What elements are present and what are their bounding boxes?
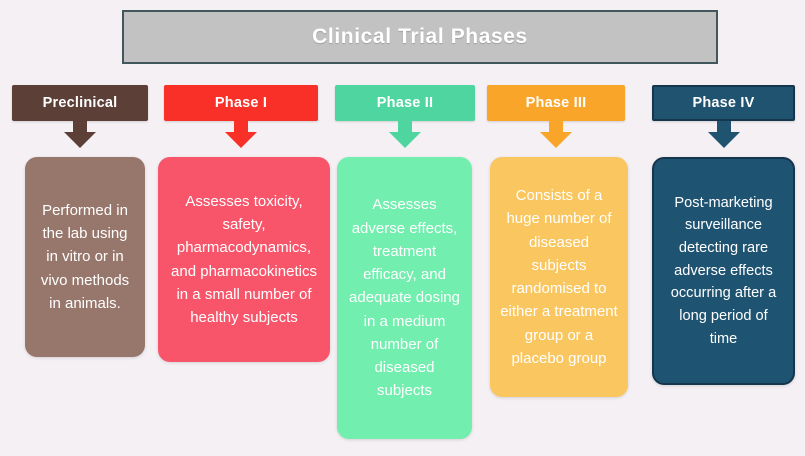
phase-header-phase-2[interactable]: Phase II [335,85,475,121]
phase-card-text: Assesses toxicity, safety, pharmacodynam… [171,192,317,326]
phase-card-text: Post-marketing surveillance detecting ra… [670,194,777,347]
arrow-connector-phase-1 [164,121,318,157]
arrow-connector-phase-2 [335,121,475,157]
diagram-title-banner: Clinical Trial Phases [122,10,718,64]
phase-header-label: Preclinical [42,95,118,111]
phase-header-label: Phase IV [692,95,755,111]
down-arrow-icon [707,121,740,148]
phase-card-phase-1[interactable]: Assesses toxicity, safety, pharmacodynam… [158,157,330,362]
phase-header-label: Phase III [525,95,587,111]
phase-card-text: Performed in the lab using in vitro or i… [40,201,130,312]
phase-header-phase-3[interactable]: Phase III [487,85,625,121]
page-title: Clinical Trial Phases [312,25,528,48]
phase-card-text: Assesses adverse effects, treatment effi… [349,196,460,400]
phase-card-phase-4[interactable]: Post-marketing surveillance detecting ra… [652,157,795,385]
down-arrow-icon [389,121,421,148]
phase-card-preclinical[interactable]: Performed in the lab using in vitro or i… [25,157,145,357]
phase-column-phase-3: Phase III Consists of a huge number of d… [487,85,628,397]
down-arrow-icon [64,121,96,148]
down-arrow-icon [225,121,257,148]
phase-column-phase-2: Phase II Assesses adverse effects, treat… [335,85,475,439]
arrow-connector-preclinical [12,121,148,157]
phase-card-phase-2[interactable]: Assesses adverse effects, treatment effi… [337,157,472,439]
phase-header-phase-4[interactable]: Phase IV [652,85,795,121]
arrow-connector-phase-4 [652,121,795,157]
phase-header-preclinical[interactable]: Preclinical [12,85,148,121]
down-arrow-icon [540,121,572,148]
phase-header-phase-1[interactable]: Phase I [164,85,318,121]
phase-card-phase-3[interactable]: Consists of a huge number of diseased su… [490,157,628,397]
phase-header-label: Phase II [376,95,434,111]
phase-card-text: Consists of a huge number of diseased su… [500,187,618,367]
phase-column-phase-1: Phase I Assesses toxicity, safety, pharm… [158,85,330,362]
arrow-connector-phase-3 [487,121,625,157]
phase-column-phase-4: Phase IV Post-marketing surveillance det… [652,85,795,385]
phase-header-label: Phase I [214,95,268,111]
phase-column-preclinical: Preclinical Performed in the lab using i… [12,85,148,357]
